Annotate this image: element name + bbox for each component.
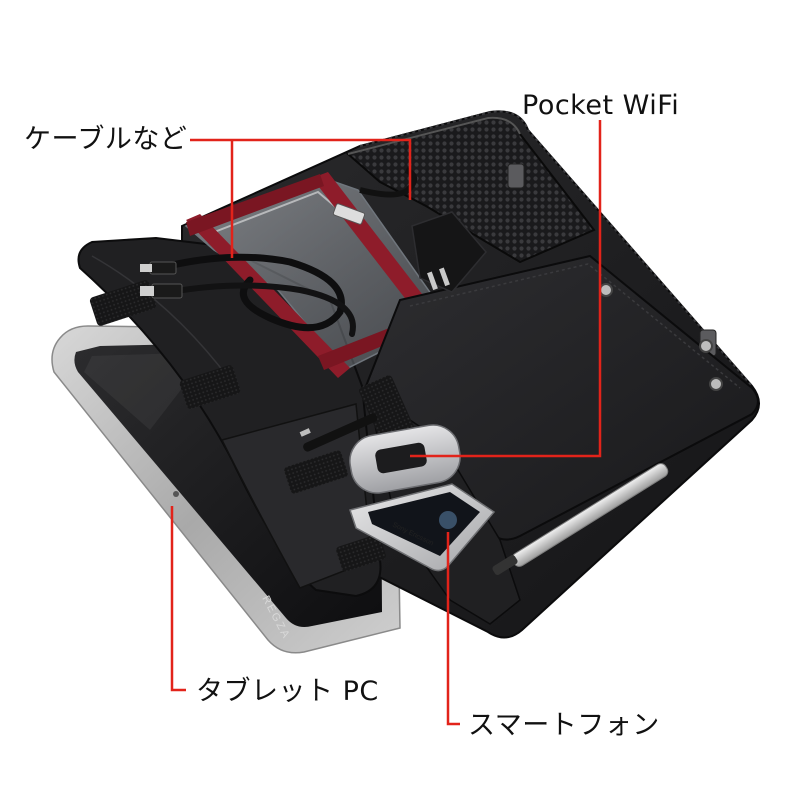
usb-connector — [151, 283, 183, 299]
snap-rivet — [709, 377, 723, 391]
ballpoint-pen — [492, 463, 669, 575]
zipper-pull — [507, 163, 525, 189]
snap-rivet — [599, 283, 613, 297]
leader-line-tablet — [170, 506, 186, 692]
callout-label-smartphone: スマートフォン — [468, 710, 660, 741]
callout-leader-lines — [170, 120, 602, 726]
binding-strap — [186, 174, 324, 236]
cables — [140, 167, 418, 337]
tablet-camera — [173, 491, 179, 497]
velcro-strip — [89, 280, 157, 326]
snap-rivet — [699, 339, 713, 353]
usb-connector — [149, 261, 177, 275]
callout-label-cables: ケーブルなど — [24, 124, 188, 155]
callout-label-tablet: タブレット PC — [196, 676, 379, 707]
velcro-strip — [284, 450, 348, 494]
velcro-strip — [336, 534, 386, 572]
callout-label-pocket-wifi: Pocket WiFi — [522, 90, 680, 121]
stylus-pen — [299, 413, 378, 452]
velcro-strip — [179, 365, 241, 409]
case-pen-pocket-panel — [220, 403, 373, 589]
smartphone: Sony Ericsson — [349, 483, 496, 572]
leader-line-smartphone — [446, 532, 460, 726]
ac-adapter — [411, 211, 487, 293]
leader-line-cables — [190, 138, 412, 200]
leader-line-pocket-wifi — [410, 120, 602, 458]
pocket-wifi-router — [349, 424, 461, 494]
